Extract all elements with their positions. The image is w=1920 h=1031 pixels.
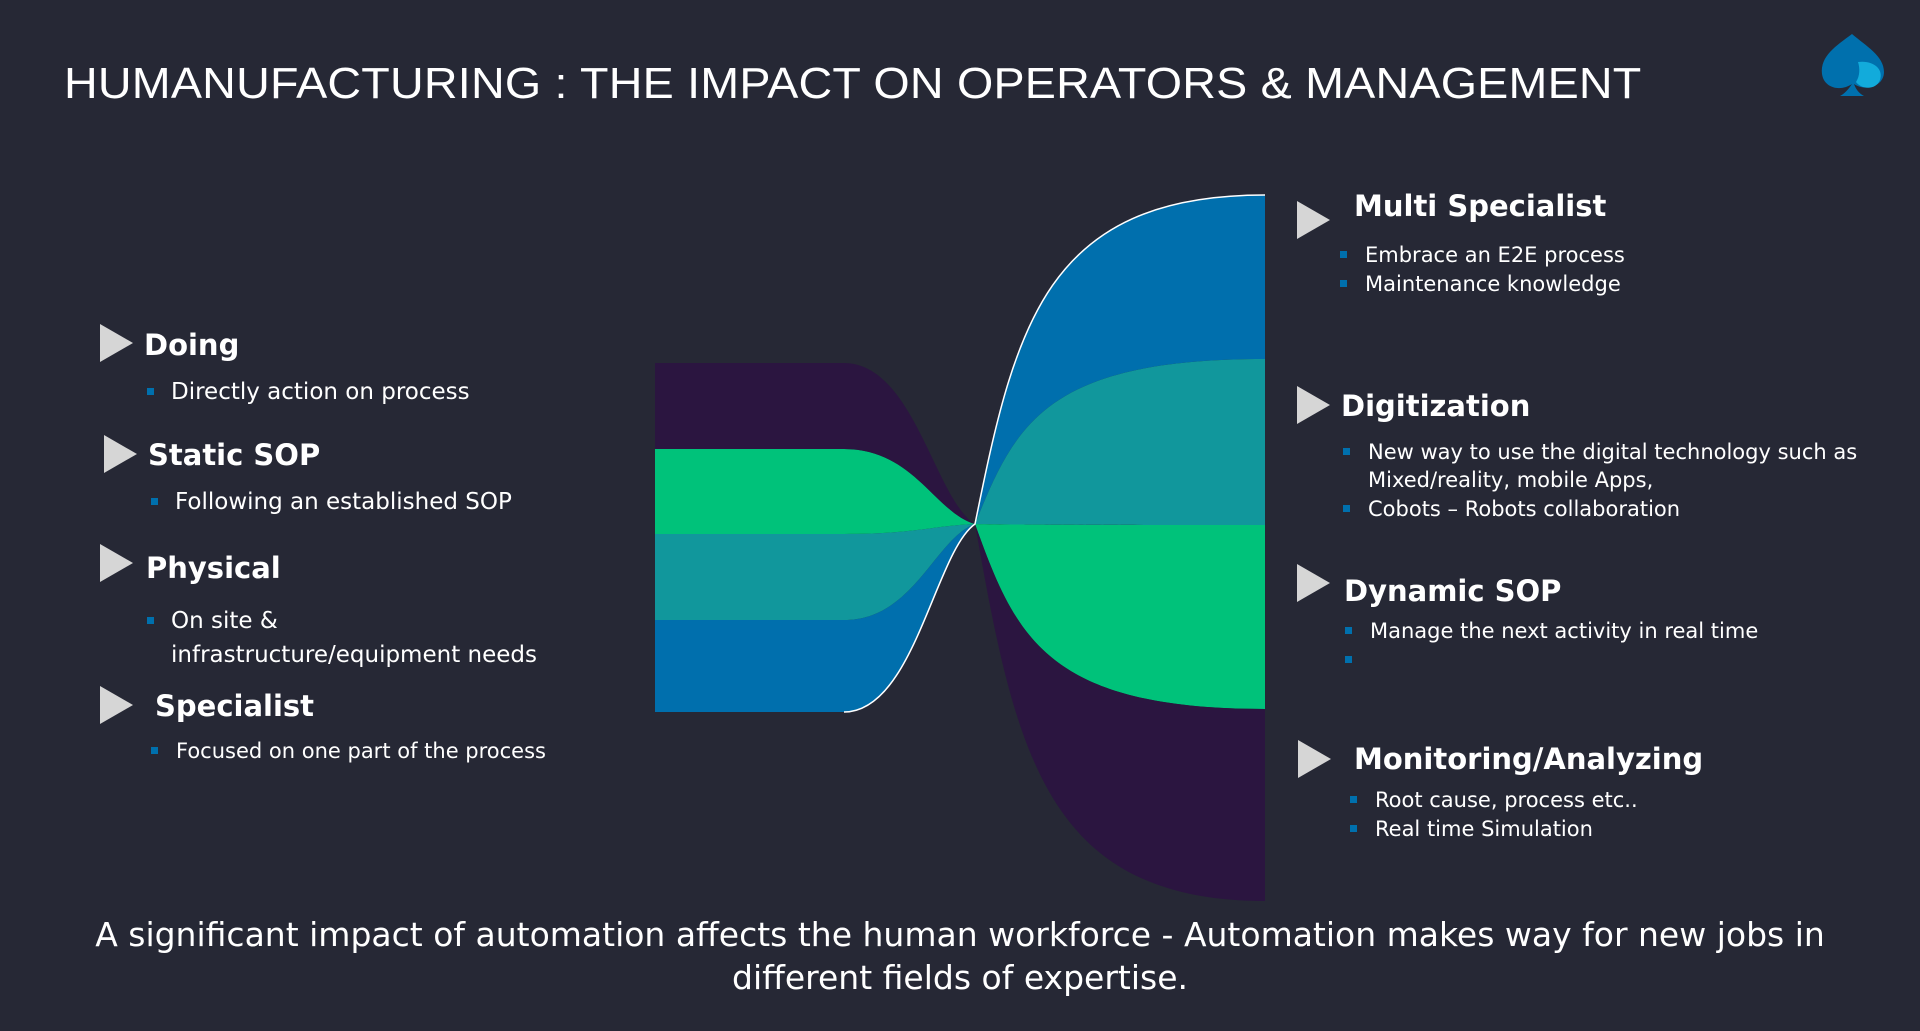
section-heading: Dynamic SOP bbox=[1344, 574, 1562, 608]
flow-highlight-line bbox=[843, 194, 1266, 713]
square-bullet-icon bbox=[147, 388, 154, 395]
square-bullet-icon bbox=[1350, 825, 1357, 832]
triangle-bullet-icon bbox=[100, 686, 133, 724]
flow-band-teal bbox=[655, 359, 1265, 620]
section-heading: Monitoring/Analyzing bbox=[1354, 742, 1704, 776]
flow-band-blue bbox=[655, 195, 1265, 712]
flow-band-green bbox=[655, 449, 1265, 709]
footer-line-1: A significant impact of automation affec… bbox=[95, 915, 1825, 954]
bullet-text: Cobots – Robots collaboration bbox=[1368, 497, 1681, 521]
triangle-bullet-icon bbox=[1297, 201, 1330, 239]
square-bullet-icon bbox=[147, 617, 154, 624]
section-heading: Multi Specialist bbox=[1354, 189, 1607, 223]
bullet-text: Real time Simulation bbox=[1375, 817, 1593, 841]
square-bullet-icon bbox=[1350, 796, 1357, 803]
triangle-bullet-icon bbox=[1297, 386, 1330, 424]
page-title: HUMANUFACTURING : THE IMPACT ON OPERATOR… bbox=[64, 59, 1642, 108]
bullet-text: Manage the next activity in real time bbox=[1370, 619, 1759, 643]
square-bullet-icon bbox=[1345, 627, 1352, 634]
bullet-text: On site & bbox=[171, 608, 278, 634]
square-bullet-icon bbox=[1340, 280, 1347, 287]
bullet-text: Root cause, process etc.. bbox=[1375, 788, 1638, 812]
square-bullet-icon bbox=[151, 747, 158, 754]
triangle-bullet-icon bbox=[100, 324, 133, 362]
square-bullet-icon bbox=[1345, 656, 1352, 663]
triangle-bullet-icon bbox=[1298, 740, 1331, 778]
bullet-text: Embrace an E2E process bbox=[1365, 243, 1625, 267]
section-heading: Specialist bbox=[155, 689, 315, 723]
section-heading: Doing bbox=[144, 328, 240, 362]
bullet-text: New way to use the digital technology su… bbox=[1368, 440, 1858, 464]
section-heading: Physical bbox=[146, 551, 281, 585]
bullet-text: Focused on one part of the process bbox=[176, 739, 546, 763]
footer-statement: A significant impact of automation affec… bbox=[0, 913, 1920, 999]
triangle-bullet-icon bbox=[104, 435, 137, 473]
section-heading: Digitization bbox=[1341, 389, 1531, 423]
triangle-bullet-icon bbox=[100, 544, 133, 582]
square-bullet-icon bbox=[1343, 505, 1350, 512]
bullet-text: Following an established SOP bbox=[175, 489, 512, 515]
spade-logo-icon bbox=[1821, 34, 1884, 96]
section-heading: Static SOP bbox=[148, 438, 321, 472]
bullet-text: Mixed/reality, mobile Apps, bbox=[1368, 468, 1654, 492]
square-bullet-icon bbox=[151, 498, 158, 505]
bullet-text: Maintenance knowledge bbox=[1365, 272, 1621, 296]
triangle-bullet-icon bbox=[1297, 564, 1330, 602]
bullet-text: Directly action on process bbox=[171, 379, 470, 405]
square-bullet-icon bbox=[1343, 448, 1350, 455]
flow-band-purple bbox=[655, 363, 1265, 901]
square-bullet-icon bbox=[1340, 251, 1347, 258]
footer-line-2: different fields of expertise. bbox=[732, 958, 1188, 997]
bullet-text: infrastructure/equipment needs bbox=[171, 642, 537, 668]
